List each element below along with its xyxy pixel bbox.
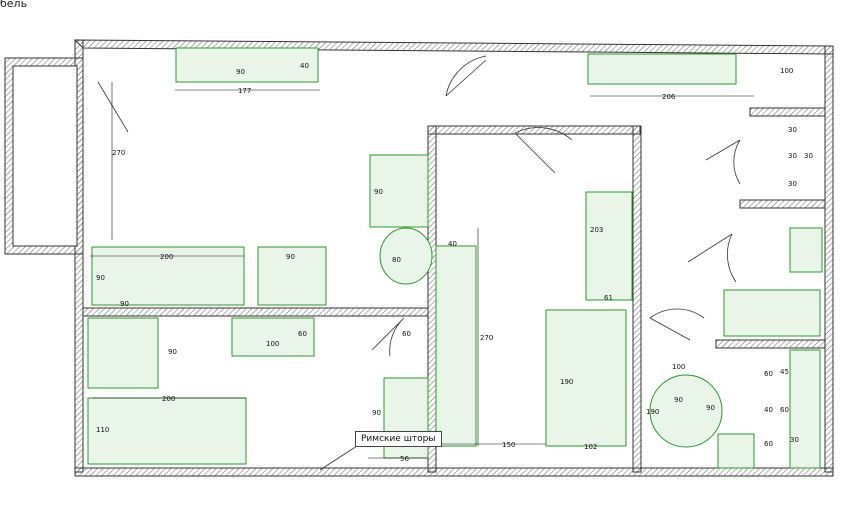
dim-bed-double-w: 200: [162, 395, 175, 403]
dim-bed-single-h: 190: [560, 378, 573, 386]
dim-dining-depth: 60: [298, 330, 307, 338]
dim-armchair: 90: [286, 253, 295, 261]
double-bed: [87, 397, 247, 465]
outer-walls: [73, 39, 834, 477]
wall-bedroom-top: [82, 307, 429, 317]
oval-table: [379, 227, 433, 285]
stove: [717, 433, 755, 469]
dim-dining-chair: 60: [402, 330, 411, 338]
dim-table-oval: 80: [392, 256, 401, 264]
dim-sofa-width: 200: [160, 253, 173, 261]
dim-bath-cabinet-4: 30: [788, 180, 797, 188]
bath-sink: [789, 227, 823, 273]
dim-armchair-right: 90: [374, 188, 383, 196]
dimension-labels: 90 40 177 270 200 90 90 90 206 100 90 80…: [96, 62, 813, 463]
dim-bed-double-h: 110: [96, 426, 109, 434]
dim-bath-cabinet-3: 30: [804, 152, 813, 160]
callout-roman-blinds: Римские шторы: [355, 431, 442, 447]
wall-mid-h: [427, 125, 641, 135]
dim-wardrobe: 203: [590, 226, 603, 234]
header-label: бель: [0, 0, 28, 10]
dining-table: [231, 317, 315, 357]
wall-mid-v: [427, 125, 437, 473]
dim-round-d1: 90: [674, 396, 683, 404]
dim-kitchen-side-c: 40: [764, 406, 773, 414]
dim-window-height: 270: [112, 149, 125, 157]
wardrobe: [585, 191, 633, 301]
furniture: [87, 47, 823, 469]
dim-dining-table: 100: [266, 340, 279, 348]
kitchen-counter: [587, 53, 737, 85]
dim-desk-h: 270: [480, 334, 493, 342]
dim-shelf-depth: 40: [300, 62, 309, 70]
dim-kitchen-counter: 206: [662, 93, 676, 101]
kitchen-column: [789, 349, 821, 469]
dim-bath-cabinet-1: 30: [788, 126, 797, 134]
dim-kitchen-side-a: 60: [764, 370, 773, 378]
dim-kitchen-side-e: 30: [790, 436, 799, 444]
dim-bed-side: 102: [584, 443, 597, 451]
dim-bath-cabinet-2: 30: [788, 152, 797, 160]
dim-shelf-length: 177: [238, 87, 251, 95]
armchair-right: [369, 154, 429, 228]
dim-shelf-small: 90: [236, 68, 245, 76]
dim-cabinet: 90: [372, 409, 381, 417]
bed-left: [87, 317, 159, 389]
round-table: [649, 374, 723, 448]
balcony: [4, 57, 84, 255]
wall-bath-mid: [739, 199, 826, 209]
dim-kitchen-sink: 100: [780, 67, 793, 75]
armchair-left: [257, 246, 327, 306]
doors: [97, 55, 741, 357]
dim-sofa-depth: 90: [120, 300, 129, 308]
dim-cabinet-bottom: 56: [400, 455, 409, 463]
wall-bottom: [74, 467, 834, 477]
bathtub: [723, 289, 821, 337]
wall-right: [824, 45, 834, 473]
dim-round-table: 100: [672, 363, 685, 371]
dim-desk-w: 40: [448, 240, 457, 248]
desk: [435, 245, 477, 447]
dimension-lines: [90, 82, 754, 459]
dim-kitchen-side-b: 45: [780, 368, 789, 376]
dim-bed-single-w: 150: [502, 441, 515, 449]
dim-bed-double-side: 90: [168, 348, 177, 356]
shelf-unit: [175, 47, 319, 83]
dim-desk-small: 61: [604, 294, 613, 302]
dim-kitchen-side-d: 60: [764, 440, 773, 448]
wall-bath-bottom: [715, 339, 826, 349]
wall-right-v: [632, 125, 642, 473]
wall-bath-top: [749, 107, 826, 117]
dim-round-side: 190: [646, 408, 659, 416]
callout-leader: [319, 443, 361, 471]
sofa: [91, 246, 245, 306]
single-bed: [545, 309, 627, 447]
dim-sofa-side: 90: [96, 274, 105, 282]
dim-kitchen-side-f: 60: [780, 406, 789, 414]
dim-round-d2: 90: [706, 404, 715, 412]
